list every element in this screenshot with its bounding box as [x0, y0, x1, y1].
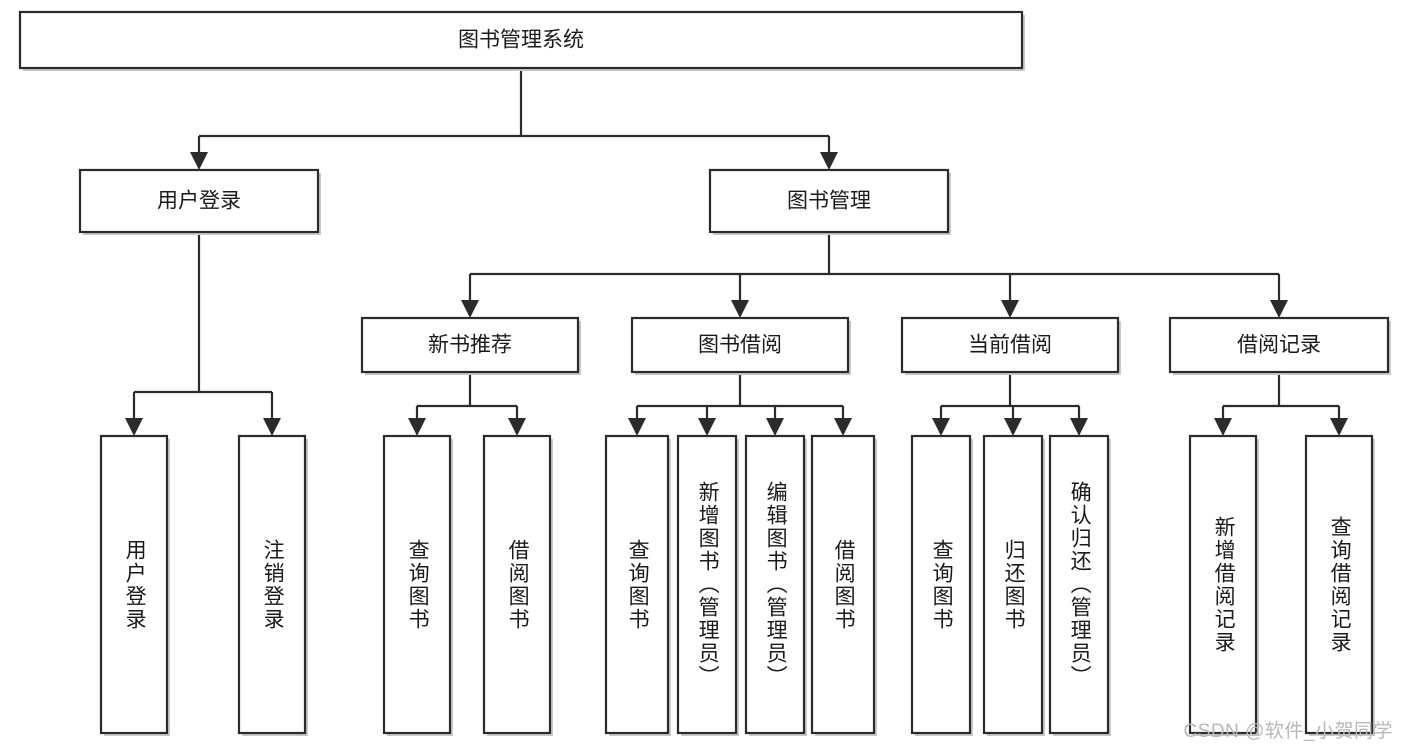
node-level2-1[interactable]: [630, 316, 850, 374]
node-level2-label-1: 图书借阅: [698, 334, 782, 357]
node-level1-0[interactable]: [78, 168, 320, 234]
node-leaf-10[interactable]: [1048, 434, 1110, 735]
edge-current-arrow-1: [1004, 418, 1022, 436]
edge-newbook-arrow-0: [408, 418, 426, 436]
edge-root-arrow-0: [190, 152, 208, 170]
edge-root-arrow-1: [820, 152, 838, 170]
edge-record-arrow-1: [1330, 418, 1348, 436]
node-level2-label-2: 当前借阅: [968, 334, 1052, 357]
node-level1-label-1: 图书管理: [787, 190, 871, 213]
edge-user-arrow-0: [125, 418, 143, 436]
node-leaf-11[interactable]: [1188, 434, 1258, 735]
node-root[interactable]: [18, 10, 1024, 70]
node-leaf-9[interactable]: [982, 434, 1044, 735]
node-leaf-6[interactable]: [744, 434, 806, 735]
node-leaf-7[interactable]: [810, 434, 876, 735]
edge-current-arrow-2: [1070, 418, 1088, 436]
node-root-label: 图书管理系统: [458, 29, 584, 52]
node-leaf-0[interactable]: [99, 434, 169, 735]
node-leaf-8[interactable]: [910, 434, 972, 735]
node-level2-3[interactable]: [1168, 316, 1390, 374]
node-level2-2[interactable]: [900, 316, 1120, 374]
edge-borrow-arrow-1: [698, 418, 716, 436]
node-leaf-2[interactable]: [382, 434, 452, 735]
node-leaf-1[interactable]: [237, 434, 307, 735]
edge-bookmgmt-arrow-0: [461, 300, 479, 318]
node-leaf-12[interactable]: [1304, 434, 1374, 735]
edge-record-arrow-0: [1214, 418, 1232, 436]
node-level1-label-0: 用户登录: [157, 190, 241, 213]
node-level1-1[interactable]: [708, 168, 950, 234]
edge-current-arrow-0: [932, 418, 950, 436]
edge-borrow-arrow-3: [834, 418, 852, 436]
edge-borrow-arrow-0: [628, 418, 646, 436]
connector-edges: [125, 68, 1348, 436]
edge-borrow-arrow-2: [766, 418, 784, 436]
edge-newbook-arrow-1: [508, 418, 526, 436]
edge-bookmgmt-arrow-3: [1270, 300, 1288, 318]
node-leaf-5[interactable]: [676, 434, 738, 735]
node-leaf-4[interactable]: [604, 434, 670, 735]
node-level2-label-3: 借阅记录: [1237, 334, 1321, 357]
node-leaf-3[interactable]: [482, 434, 552, 735]
edge-user-arrow-1: [263, 418, 281, 436]
edge-bookmgmt-arrow-1: [731, 300, 749, 318]
node-boxes: [18, 10, 1391, 736]
node-level2-0[interactable]: [360, 316, 580, 374]
edge-bookmgmt-arrow-2: [1001, 300, 1019, 318]
node-level2-label-0: 新书推荐: [428, 334, 512, 357]
